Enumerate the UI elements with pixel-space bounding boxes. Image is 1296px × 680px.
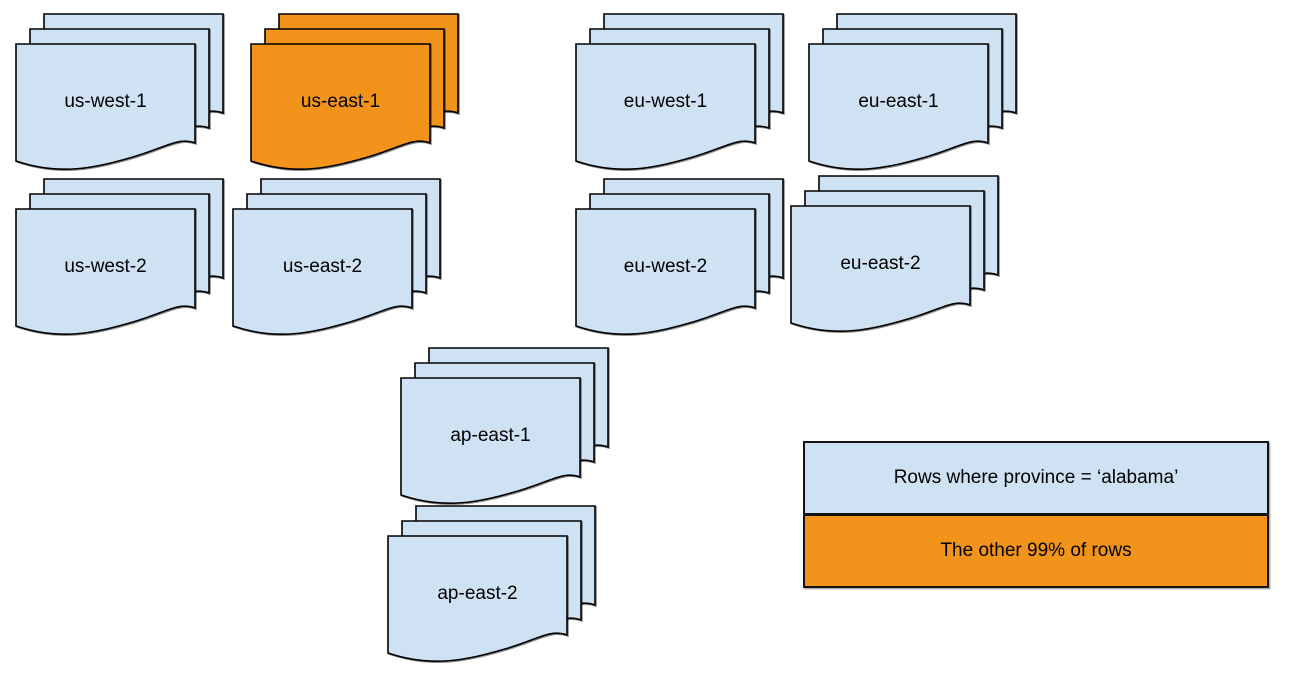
document-icon — [387, 535, 568, 663]
region-stack-ap-east-2: ap-east-2 — [387, 505, 596, 667]
legend-row-other-rows: The other 99% of rows — [805, 513, 1267, 586]
region-stack-eu-west-1: eu-west-1 — [575, 13, 784, 175]
document-icon — [250, 43, 431, 171]
legend-row-label: The other 99% of rows — [940, 540, 1132, 561]
legend: Rows where province = ‘alabama’ The other… — [803, 441, 1269, 588]
document-icon — [232, 208, 413, 336]
region-stack-us-east-1: us-east-1 — [250, 13, 459, 175]
region-stack-ap-east-1: ap-east-1 — [400, 347, 609, 509]
region-stack-eu-east-2: eu-east-2 — [790, 175, 999, 337]
document-icon — [790, 205, 971, 333]
region-stack-us-east-2: us-east-2 — [232, 178, 441, 340]
legend-row-label: Rows where province = ‘alabama’ — [893, 467, 1179, 488]
document-icon — [15, 43, 196, 171]
document-icon — [575, 208, 756, 336]
document-icon — [15, 208, 196, 336]
region-stack-eu-east-1: eu-east-1 — [808, 13, 1017, 175]
legend-row-alabama-rows: Rows where province = ‘alabama’ — [805, 443, 1267, 513]
document-icon — [575, 43, 756, 171]
document-icon — [808, 43, 989, 171]
region-stack-us-west-1: us-west-1 — [15, 13, 224, 175]
document-icon — [400, 377, 581, 505]
region-stack-eu-west-2: eu-west-2 — [575, 178, 784, 340]
region-stack-us-west-2: us-west-2 — [15, 178, 224, 340]
